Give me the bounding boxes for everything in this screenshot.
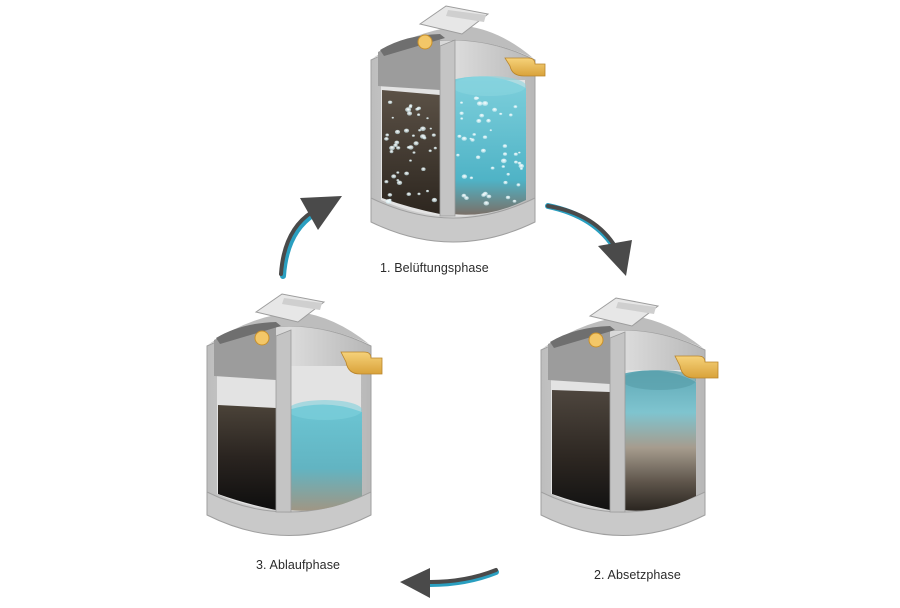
air-bubble bbox=[389, 145, 395, 151]
air-bubble bbox=[469, 137, 473, 140]
air-bubble bbox=[490, 166, 495, 170]
air-bubble bbox=[480, 148, 486, 153]
air-bubble bbox=[408, 105, 413, 109]
air-bubble bbox=[481, 193, 486, 197]
air-bubble bbox=[489, 129, 492, 132]
air-bubble bbox=[506, 172, 510, 176]
arrow-aeration-to-settling bbox=[545, 203, 632, 276]
air-bubble bbox=[389, 150, 394, 154]
arrow-drain-to-aeration bbox=[279, 196, 342, 279]
air-bubble bbox=[420, 126, 426, 132]
air-bubble bbox=[426, 117, 429, 120]
air-bubble bbox=[486, 118, 491, 123]
air-bubble bbox=[433, 146, 437, 150]
air-bubble bbox=[502, 152, 508, 156]
caption-drain-phase: 3. Ablaufphase bbox=[256, 558, 341, 572]
air-bubble bbox=[513, 152, 518, 156]
air-bubble bbox=[415, 107, 420, 111]
air-bubble bbox=[396, 146, 401, 150]
air-bubble bbox=[476, 101, 483, 106]
air-bubble bbox=[417, 192, 421, 196]
air-bubble bbox=[517, 161, 522, 165]
air-bubble bbox=[476, 97, 480, 100]
air-bubble bbox=[413, 141, 419, 146]
air-bubble bbox=[388, 198, 392, 202]
air-bubble bbox=[384, 137, 389, 141]
air-bubble bbox=[514, 160, 518, 164]
air-bubble bbox=[394, 129, 401, 135]
air-bubble bbox=[501, 165, 505, 168]
air-bubble bbox=[426, 189, 429, 193]
tank-drain bbox=[206, 293, 383, 536]
air-bubble bbox=[475, 155, 481, 160]
air-bubble bbox=[502, 144, 508, 148]
air-bubble bbox=[391, 174, 397, 179]
air-bubble bbox=[469, 176, 474, 180]
air-bubble bbox=[476, 119, 482, 123]
air-bubble bbox=[460, 117, 464, 120]
air-bubble bbox=[421, 167, 426, 171]
air-bubble bbox=[499, 112, 503, 116]
air-bubble bbox=[456, 153, 460, 157]
air-bubble bbox=[429, 127, 432, 130]
air-bubble bbox=[405, 107, 412, 113]
caption-aeration-phase: 1. Belüftungsphase bbox=[380, 261, 489, 275]
air-bubble bbox=[409, 159, 412, 162]
air-bubble bbox=[406, 111, 413, 116]
air-bubble bbox=[516, 183, 521, 187]
air-bubble bbox=[479, 113, 485, 118]
air-bubble bbox=[385, 133, 390, 137]
air-bubble bbox=[518, 151, 521, 154]
air-bubble bbox=[518, 163, 524, 169]
air-bubble bbox=[482, 101, 489, 106]
air-bubble bbox=[396, 180, 403, 185]
air-bubble bbox=[512, 199, 517, 203]
tank-settling bbox=[540, 297, 719, 536]
air-bubble bbox=[461, 174, 468, 179]
tank-aeration bbox=[370, 5, 546, 243]
air-bubble bbox=[509, 113, 513, 117]
air-bubble bbox=[403, 128, 410, 133]
air-bubble bbox=[417, 113, 421, 116]
air-bubble bbox=[420, 134, 426, 139]
air-bubble bbox=[486, 194, 492, 199]
air-bubble bbox=[393, 143, 398, 148]
air-bubble bbox=[394, 140, 400, 145]
air-bubble bbox=[459, 111, 464, 116]
air-bubble bbox=[431, 133, 436, 137]
air-bubble bbox=[387, 100, 393, 105]
air-bubble bbox=[408, 145, 414, 150]
air-bubble bbox=[391, 116, 394, 119]
air-bubble bbox=[387, 193, 393, 197]
aeration-bubbles bbox=[384, 96, 524, 206]
air-bubble bbox=[396, 179, 400, 182]
air-bubble bbox=[457, 134, 462, 138]
air-bubble bbox=[519, 167, 523, 170]
air-bubble bbox=[406, 146, 411, 149]
air-bubble bbox=[460, 101, 463, 104]
air-bubble bbox=[461, 136, 467, 141]
air-bubble bbox=[513, 105, 518, 109]
air-bubble bbox=[482, 135, 488, 139]
air-bubble bbox=[483, 201, 490, 206]
air-bubble bbox=[411, 134, 415, 137]
air-bubble bbox=[503, 180, 508, 185]
air-bubble bbox=[412, 151, 416, 154]
air-bubble bbox=[472, 133, 477, 136]
air-bubble bbox=[404, 171, 409, 176]
air-bubble bbox=[396, 171, 400, 174]
air-bubble bbox=[431, 197, 438, 203]
air-bubble bbox=[505, 195, 511, 200]
air-bubble bbox=[428, 149, 432, 153]
air-bubble bbox=[500, 158, 507, 164]
arrow-settling-to-drain bbox=[400, 568, 499, 598]
caption-settling-phase: 2. Absetzphase bbox=[594, 568, 681, 582]
air-bubble bbox=[464, 196, 469, 201]
air-bubble bbox=[492, 107, 498, 112]
air-bubble bbox=[406, 192, 412, 196]
air-bubble bbox=[384, 180, 389, 184]
